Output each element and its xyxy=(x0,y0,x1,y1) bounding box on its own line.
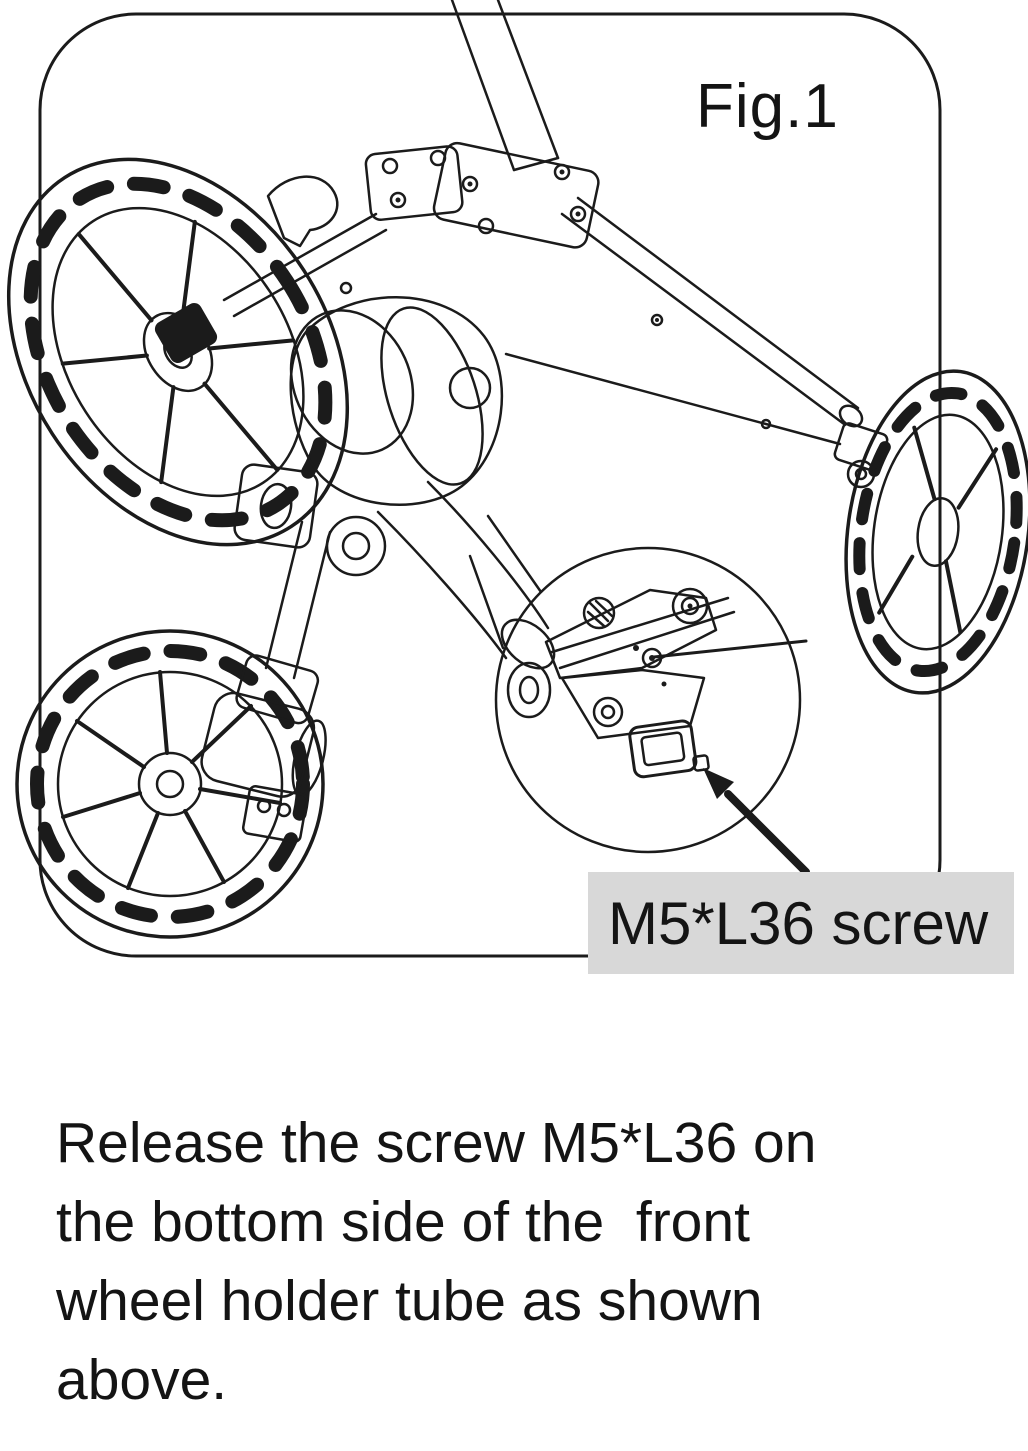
figure-label: Fig.1 xyxy=(696,72,839,141)
left-top-wheel xyxy=(6,157,350,547)
handle-tube xyxy=(450,0,560,172)
handle-clamp xyxy=(266,141,600,249)
fold-mechanism xyxy=(233,281,556,725)
screw-callout-label: M5*L36 screw xyxy=(588,872,1014,974)
left-bottom-wheel xyxy=(15,629,325,939)
left-tube xyxy=(222,212,388,318)
instruction-line: Release the screw M5*L36 on xyxy=(56,1111,817,1175)
instruction-text: Release the screw M5*L36 on the bottom s… xyxy=(56,1104,816,1420)
magnifier-detail xyxy=(468,514,808,854)
screw-callout-text: M5*L36 screw xyxy=(608,889,989,957)
instruction-line: above. xyxy=(56,1348,228,1412)
figure-border xyxy=(38,12,942,958)
callout-arrow-icon xyxy=(703,768,810,876)
right-wheel xyxy=(844,369,1028,695)
left-hub-bracket xyxy=(154,303,218,363)
instruction-line: wheel holder tube as shown xyxy=(56,1269,763,1333)
right-axle-bracket xyxy=(833,422,889,489)
instruction-line: the bottom side of the front xyxy=(56,1190,750,1254)
front-wheel-motor xyxy=(200,691,327,843)
side-tube xyxy=(504,196,864,446)
m5-screw-block xyxy=(628,719,698,779)
cart-line-drawing xyxy=(6,0,1028,958)
